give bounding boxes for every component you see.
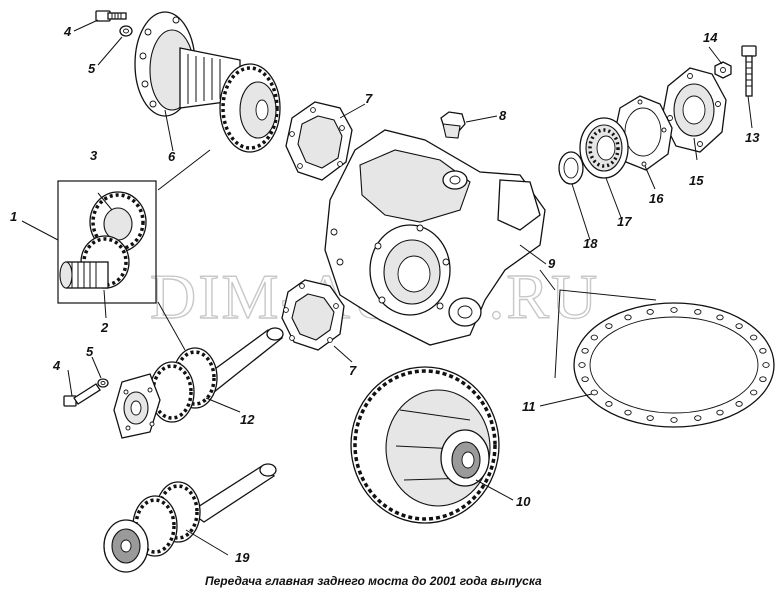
callout-17: 17 [617,214,632,229]
ring-gasket-hole [590,334,598,341]
callout-13: 13 [745,130,760,145]
ring-gasket-hole [716,314,724,321]
bolt-lower [63,383,101,407]
callout-4-lower: 4 [52,358,61,373]
pinion-gear-set [59,191,147,289]
bearing [579,117,629,179]
ring-gasket-hole [670,307,678,313]
ring-gasket-hole [750,334,758,341]
nut-right [714,61,732,79]
inset-frame [57,180,157,304]
callout-3: 3 [90,148,98,163]
ring-gasket-hole [590,389,598,396]
ring-gasket-hole [578,362,586,368]
ring-gasket-hole [735,323,743,329]
ring-gasket-hole [759,376,767,383]
ring-gasket-hole [762,362,770,368]
callout-labels: 1 2 3 4 5 6 7 8 9 10 11 12 13 14 15 16 1… [10,24,760,565]
gasket-lower [281,279,345,351]
ring-gasket-hole [646,309,654,315]
callout-2: 2 [100,320,109,335]
differential-carrier-housing [324,129,546,346]
ring-gasket-hole [646,415,654,421]
filler-plug [440,111,466,139]
callout-6: 6 [168,149,176,164]
differential-ring-gear [350,366,500,524]
callout-16: 16 [649,191,664,206]
callout-14: 14 [703,30,718,45]
callout-5: 5 [88,61,96,76]
ring-gasket-hole [716,409,724,416]
ring-gasket-hole [670,417,678,423]
bearing-cover [661,67,727,153]
callout-9: 9 [548,256,556,271]
callout-10: 10 [516,494,531,509]
diagram-caption: Передача главная заднего моста до 2001 г… [205,574,542,588]
callout-18: 18 [583,236,598,251]
ring-gasket-hole [694,415,702,421]
ring-gasket-hole [624,409,632,416]
washer-lower [97,378,109,388]
callout-7-lower: 7 [349,363,357,378]
ring-gasket-hole [694,309,702,315]
ring-gasket-hole [624,314,632,321]
seal-ring [558,151,584,185]
callout-15: 15 [689,173,704,188]
leader-lines [21,19,753,556]
callout-7: 7 [365,91,373,106]
washer-upper [119,25,133,37]
gasket-upper [285,101,353,181]
callout-5-lower: 5 [86,344,94,359]
ring-gasket-hole [759,347,767,354]
callout-4: 4 [63,24,72,39]
ring-gasket-hole [581,347,589,354]
ring-gasket-hole [605,323,613,329]
bolt-right [741,45,757,97]
callout-12: 12 [240,412,255,427]
bolt-upper [95,10,127,22]
ring-gasket-hole [581,376,589,383]
callout-11: 11 [522,399,536,414]
ring-gasket [573,302,775,428]
input-shaft-assembly [113,327,284,439]
callout-1: 1 [10,209,17,224]
ring-gasket-hole [605,401,613,407]
drive-pinion-housing [134,11,281,153]
input-shaft-variant [103,463,277,573]
ring-gasket-hole [735,401,743,407]
callout-19: 19 [235,550,250,565]
callout-8: 8 [499,108,507,123]
ring-gasket-hole [750,389,758,396]
